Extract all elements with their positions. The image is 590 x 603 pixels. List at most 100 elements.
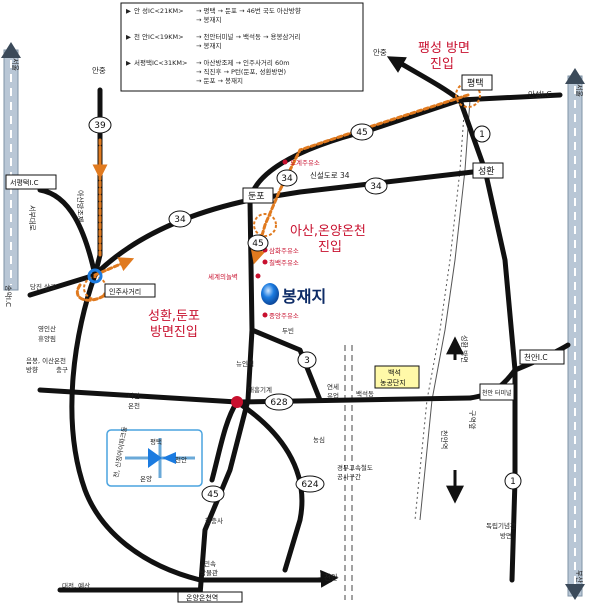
label-anseong-ic: 안성I.C bbox=[528, 89, 552, 99]
place-onyang-station: 온양온천역 bbox=[177, 591, 243, 603]
svg-text:진입: 진입 bbox=[430, 57, 454, 72]
shield-34-c: 34 bbox=[364, 177, 388, 195]
shield-1-top: 1 bbox=[473, 125, 491, 143]
destination-marker: 봉재지 bbox=[261, 283, 326, 306]
label-dogye-gas: 도계주유소 bbox=[290, 158, 320, 167]
callout-pyeongseong: 팽성 방면 진입 bbox=[418, 41, 470, 72]
label-nongsan: 농심 bbox=[313, 435, 325, 444]
label-seonghwan-v: 성환 방면 bbox=[460, 335, 469, 363]
legend-row-1-route: → 평택 → 둔포 → 46번 국도 아산방향 bbox=[196, 6, 301, 15]
svg-text:45: 45 bbox=[252, 239, 263, 249]
place-seopyeongtaek-ic: 서평택I.C bbox=[5, 174, 57, 190]
svg-text:624: 624 bbox=[301, 480, 318, 490]
shield-45-top: 45 bbox=[350, 123, 374, 141]
svg-text:3: 3 bbox=[304, 356, 310, 366]
legend-row-2-bullet: ▶ bbox=[126, 33, 131, 41]
label-yeonse: 연세 bbox=[327, 382, 339, 391]
label-dupo: 두빈 bbox=[282, 326, 294, 335]
legend-row-3-route-3: → 둔포 → 봉재지 bbox=[196, 76, 243, 85]
place-seonghwan: 성환 bbox=[472, 162, 504, 179]
label-asan-bangjo: 아산방조제 bbox=[76, 190, 85, 222]
callout-seonghwan: 성환,둔포 방면진입 bbox=[148, 309, 200, 340]
place-baekseok-complex: 백석 농공단지 bbox=[374, 365, 420, 389]
label-cheonan-bottom: 천안 bbox=[324, 572, 338, 582]
shield-624: 624 bbox=[295, 475, 325, 493]
svg-text:34: 34 bbox=[174, 215, 186, 225]
svg-text:온양온천역: 온양온천역 bbox=[186, 593, 218, 602]
label-eumbong-3: 충구 bbox=[56, 365, 68, 374]
legend-row-3-bullet: ▶ bbox=[126, 59, 131, 67]
svg-text:둔포: 둔포 bbox=[248, 191, 265, 202]
label-seoul-right: 서울 bbox=[575, 84, 584, 97]
svg-text:인주사거리: 인주사거리 bbox=[109, 287, 141, 296]
svg-text:성환: 성환 bbox=[478, 165, 495, 177]
railway bbox=[414, 99, 471, 521]
right-expressway bbox=[565, 68, 585, 600]
label-asan-jeil-2: 온천 bbox=[128, 401, 140, 410]
label-dokrip: 독립기념관 bbox=[486, 521, 516, 530]
place-injusageori: 인주사거리 bbox=[104, 283, 156, 298]
inset-label-right: 천안 bbox=[175, 455, 187, 464]
svg-text:천안 터미널: 천안 터미널 bbox=[482, 389, 512, 397]
place-dunpo: 둔포 bbox=[242, 187, 274, 204]
svg-text:1: 1 bbox=[510, 477, 516, 487]
label-hwangpo-gas: 중앙주유소 bbox=[269, 312, 299, 320]
label-hyeonchungsa: 현충사 bbox=[205, 516, 223, 525]
shield-45-bottom: 45 bbox=[201, 485, 225, 503]
label-gyeongbu-2: 공사구간 bbox=[337, 472, 361, 481]
label-gyeongbu-1: 경부고속철도 bbox=[337, 463, 373, 472]
place-pyeongtaek: 평택 bbox=[461, 74, 493, 91]
label-anjung-top: 안중 bbox=[92, 65, 106, 75]
poi-dots bbox=[231, 159, 288, 408]
svg-text:팽성 방면: 팽성 방면 bbox=[418, 41, 470, 56]
label-busan: 부산 bbox=[575, 570, 584, 583]
svg-text:백석: 백석 bbox=[388, 368, 401, 377]
label-seoul-top: 서울 bbox=[11, 58, 20, 71]
legend-row-2-route: → 천안터미널 → 백석동 → 용봉삼거리 bbox=[196, 32, 300, 41]
svg-text:평택: 평택 bbox=[467, 78, 484, 89]
label-siwon-gas: 삼화주유소 bbox=[269, 246, 299, 255]
svg-text:34: 34 bbox=[281, 174, 293, 184]
legend-row-3-route-2: → 직진후 → P턴(둔포, 성환방면) bbox=[196, 67, 286, 76]
label-chimmyeon-gas: 칠백주유소 bbox=[269, 258, 299, 267]
label-minsok: 민속 bbox=[204, 559, 216, 568]
shield-34-a: 34 bbox=[168, 210, 192, 228]
shield-3: 3 bbox=[297, 351, 317, 369]
route-legend: ▶ 안 성IC<21KM> → 평택 → 둔포 → 46번 국도 아산방향 → … bbox=[120, 2, 364, 92]
label-cheonan-v: 천안역 bbox=[440, 430, 449, 449]
legend-row-1-bullet: ▶ bbox=[126, 7, 131, 15]
label-segye-park: 세계의놀벽 bbox=[208, 272, 238, 281]
svg-text:방면진입: 방면진입 bbox=[150, 325, 198, 340]
svg-text:아산,온양온천: 아산,온양온천 bbox=[290, 224, 366, 239]
svg-text:39: 39 bbox=[94, 121, 106, 131]
shield-34-b: 34 bbox=[276, 169, 298, 187]
label-jeonju-1: 영인산 bbox=[38, 324, 56, 333]
label-daeheung: 대흥기계 bbox=[248, 385, 272, 394]
label-nyuinbeok: 뉴인벽 bbox=[236, 359, 254, 368]
label-dokrip-2: 방면 bbox=[500, 531, 512, 540]
label-seonghwan-ic: 송악I.C bbox=[4, 285, 12, 307]
label-eumbong-1: 음봉, 이산온천 bbox=[26, 356, 66, 365]
label-daejeon: 대전, 예산 bbox=[62, 581, 90, 590]
label-seobu: 서부대로 bbox=[28, 205, 37, 231]
place-cheonan-terminal: 천안 터미널 bbox=[479, 383, 515, 401]
svg-text:천안I.C: 천안I.C bbox=[524, 352, 548, 362]
legend-row-2-route-2: → 봉재지 bbox=[196, 41, 221, 50]
shield-1-bottom: 1 bbox=[504, 472, 522, 490]
label-baekseokdong: 백석동 bbox=[356, 389, 374, 398]
legend-row-1-name: 안 성IC<21KM> bbox=[134, 6, 184, 15]
svg-text:34: 34 bbox=[370, 182, 382, 192]
inset-label-top: 평택 bbox=[150, 437, 162, 446]
svg-text:45: 45 bbox=[356, 128, 367, 138]
inset-label-bottom: 온양 bbox=[140, 475, 152, 483]
svg-text:1: 1 bbox=[479, 130, 485, 140]
svg-text:진입: 진입 bbox=[318, 240, 342, 255]
label-anjung-right: 안중 bbox=[373, 47, 387, 57]
svg-text:농공단지: 농공단지 bbox=[380, 378, 406, 387]
legend-row-3-route: → 아산방조제 → 인주사거리 60m bbox=[196, 58, 290, 67]
destination-label: 봉재지 bbox=[282, 287, 326, 306]
svg-text:45: 45 bbox=[207, 490, 218, 500]
route-shields: 39 45 1 34 34 34 45 3 bbox=[88, 116, 522, 503]
shield-628: 628 bbox=[264, 393, 294, 411]
